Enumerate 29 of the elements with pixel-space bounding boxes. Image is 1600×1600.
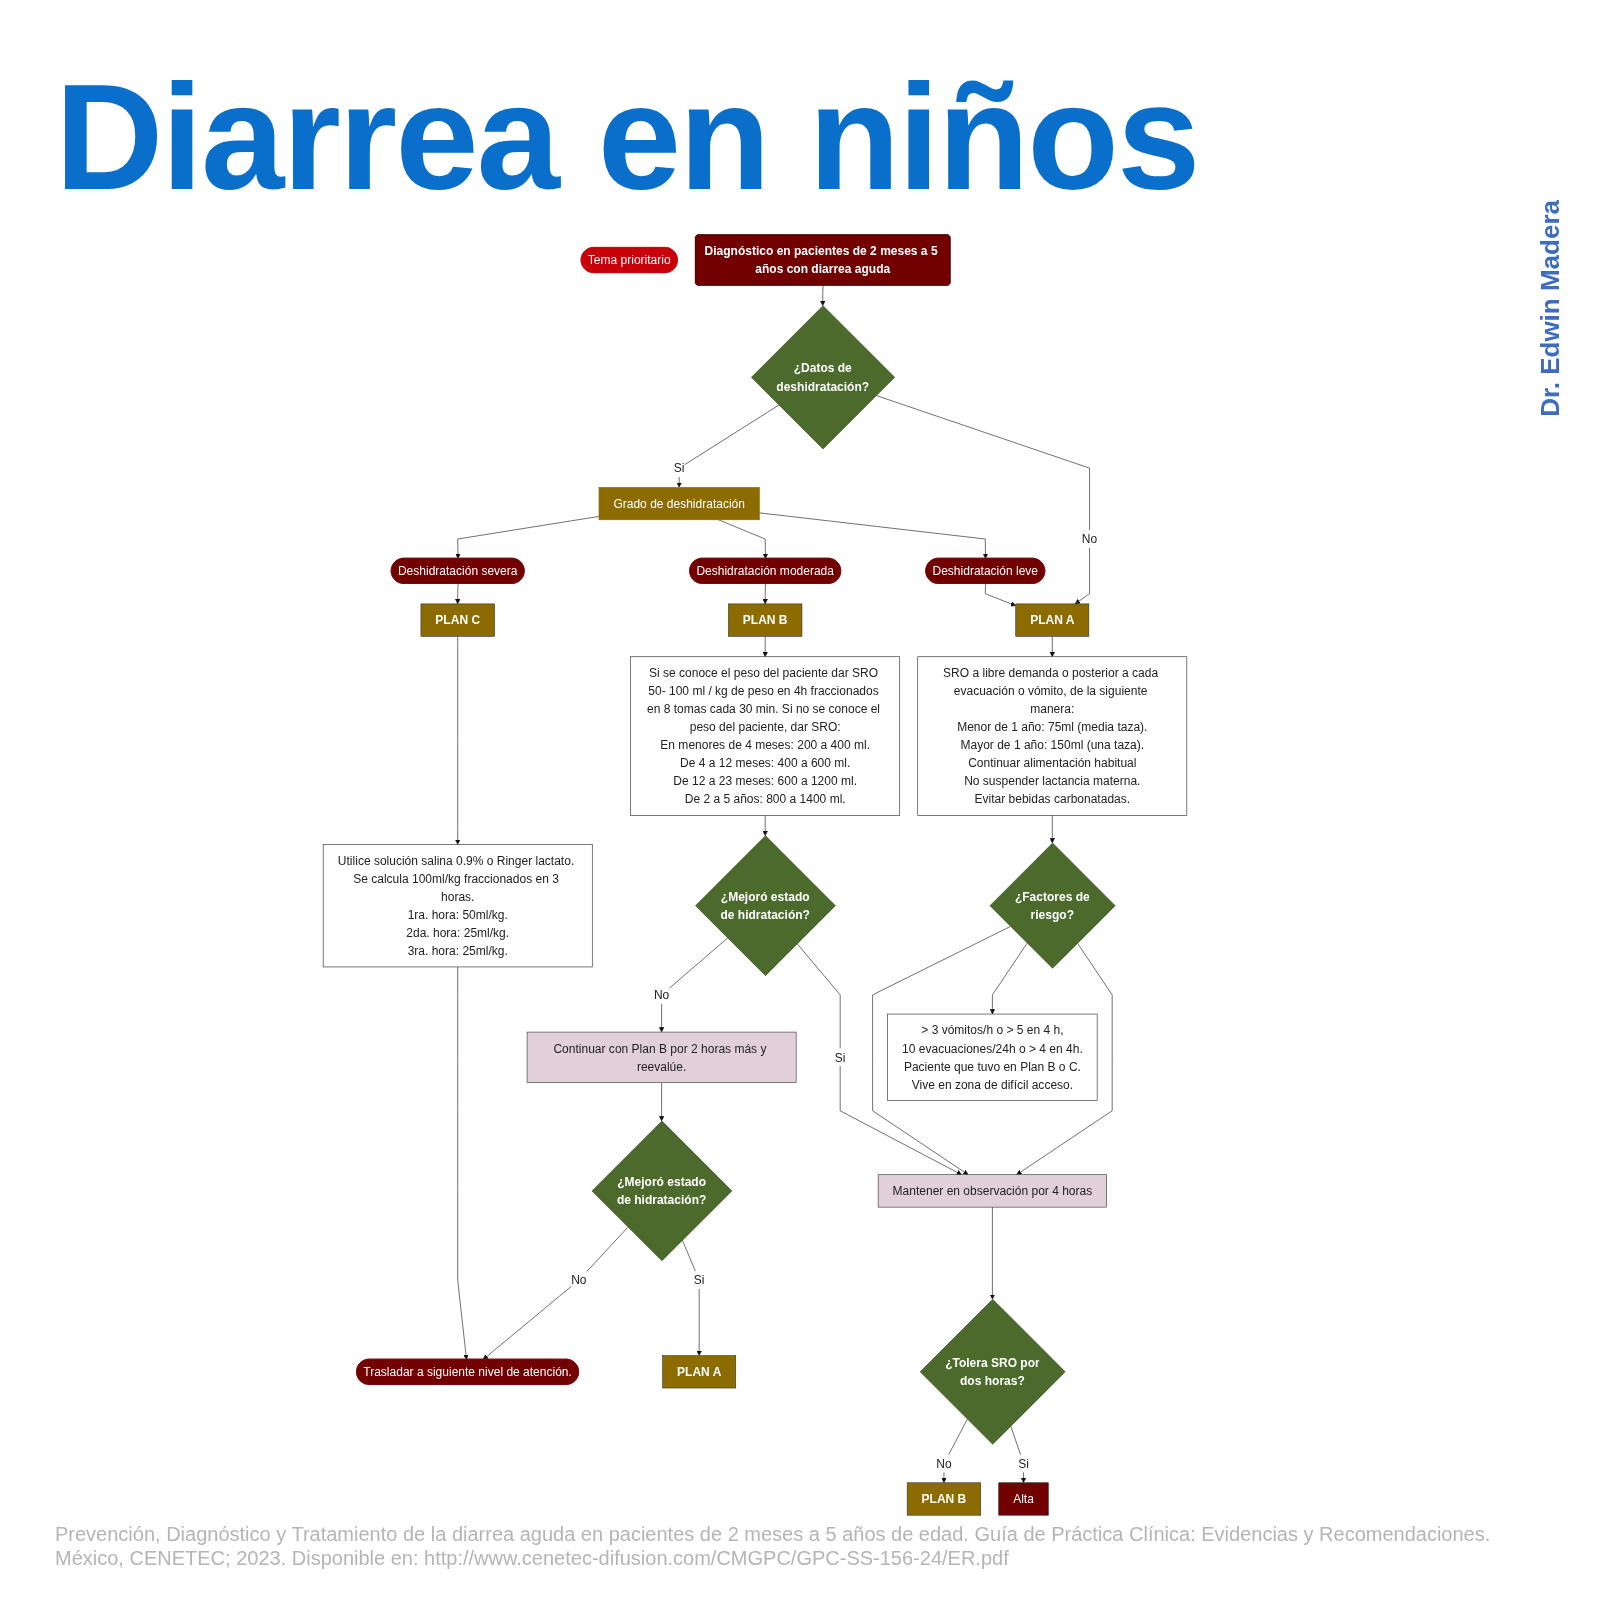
edge-label: Si [834,1050,846,1064]
node-box: SRO a libre demanda o posterior a cada evacuación o vómito, de la siguiente manera: Menor de 1 año: 75ml (media taza). Mayor de 1 año: 150ml (una taza). Continuar alimentación habitual No suspender lactancia materna. Evitar bebidas carbonatadas. [917,656,1188,816]
title: Diarrea en niños [55,55,1199,220]
node-box: PLAN C [420,603,495,637]
edge-label: No [936,1456,952,1471]
node-box: > 3 vómitos/h o > 5 en 4 h, 10 evacuaciones/24h o > 4 en 4h. Paciente que tuvo en Plan B o C. Vive en zona de difícil acceso. [887,1013,1098,1101]
node-box: Grado de deshidratación [598,487,760,521]
edge-label: No [1081,532,1098,546]
node-box: Si se conoce el peso del paciente dar SRO 50- 100 ml / kg de peso en 4h fraccionados en 8 tomas cada 30 min. Si no se conoce el peso del paciente, dar SRO: En menores de 4 meses: 200 a 400 ml. De 4 a 12 meses: 400 a 600 ml. De 12 a 23 meses: 600 a 1200 ml. De 2 a 5 años: 800 a 1400 ml. [630,656,901,816]
edge-label: Si [673,461,685,475]
node-box: Utilice solución salina 0.9% o Ringer lactato. Se calcula 100ml/kg fraccionados en 3 horas. 1ra. hora: 50ml/kg. 2da. hora: 25ml/kg. 3ra. hora: 25ml/kg. [322,844,593,968]
node-diamond: ¿Datos de deshidratación? [751,305,895,450]
node-box: Continuar con Plan B por 2 horas más y reevalúe. [526,1031,797,1083]
node-diamond: ¿Factores de riesgo? [989,842,1116,969]
node-box: PLAN A [662,1355,737,1389]
source-citation: Prevención, Diagnóstico y Tratamiento de la diarrea aguda en pacientes de 2 meses a 5 años de edad. Guía de Práctica Clínica: Evidencias y Recomendaciones. México, CENETEC; 2023. Disponible en: http://www.cenetec-difusion.com/CMGPC/GPC-SS-156-24/ER.pdf [55,1522,1492,1570]
node-box: Alta [998,1482,1049,1516]
edge-label: No [571,1273,587,1287]
node-box: PLAN A [1015,603,1090,637]
node-diamond: ¿Mejoró estado de hidratación? [591,1120,733,1262]
edge-label: Si [693,1273,705,1287]
node-box: Mantener en observación por 4 horas [877,1174,1107,1208]
node-diamond: ¿Tolera SRO por dos horas? [919,1299,1066,1445]
edge-label: Si [1018,1456,1029,1471]
edge-label: No [653,988,670,1002]
node-diamond: ¿Mejoró estado de hidratación? [695,835,836,976]
node-box: PLAN B [728,603,803,637]
author-name: Dr. Edwin Madera [1535,200,1566,417]
node-box: PLAN B [906,1482,981,1516]
